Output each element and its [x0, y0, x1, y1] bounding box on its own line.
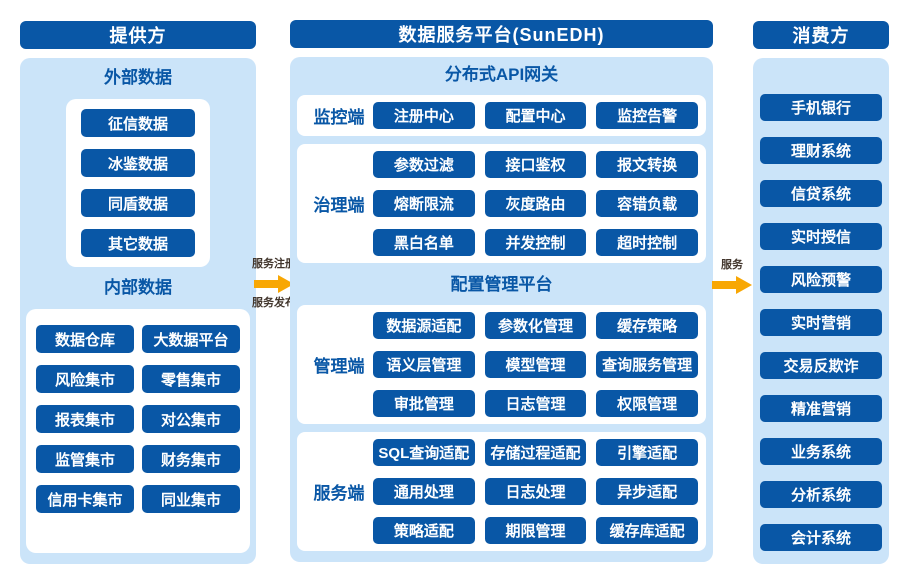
monitor-group-grid: 注册中心 配置中心 监控告警 — [373, 102, 698, 129]
node-mobile-banking: 手机银行 — [760, 94, 882, 121]
platform-column: 数据服务平台(SunEDH) 分布式API网关 监控端 注册中心 配置中心 监控… — [290, 20, 713, 562]
platform-panel: 分布式API网关 监控端 注册中心 配置中心 监控告警 治理端 参数过滤 接口鉴… — [290, 57, 713, 562]
node-retail-mart: 零售集市 — [142, 365, 240, 393]
provider-panel: 外部数据 征信数据 冰鉴数据 同盾数据 其它数据 内部数据 数据仓库 大数据平台… — [20, 58, 256, 564]
node-risk-mart: 风险集市 — [36, 365, 134, 393]
external-data-box: 征信数据 冰鉴数据 同盾数据 其它数据 — [66, 99, 210, 267]
node-fault-tolerance: 容错负载 — [596, 190, 698, 217]
service-group-box: 服务端 SQL查询适配 存储过程适配 引擎适配 通用处理 日志处理 异步适配 策… — [297, 432, 706, 551]
node-engine-adapter: 引擎适配 — [596, 439, 698, 466]
governance-group-label: 治理端 — [313, 196, 365, 215]
node-blackwhite-list: 黑白名单 — [373, 229, 475, 256]
node-strategy-adapter: 策略适配 — [373, 517, 475, 544]
node-tongdun-data: 同盾数据 — [81, 189, 195, 217]
node-term-management: 期限管理 — [484, 517, 587, 544]
node-circuit-breaker: 熔断限流 — [373, 190, 475, 217]
provider-header: 提供方 — [20, 21, 256, 49]
node-registry-center: 注册中心 — [373, 102, 475, 129]
provider-column: 提供方 外部数据 征信数据 冰鉴数据 同盾数据 其它数据 内部数据 数据仓库 大… — [20, 21, 256, 564]
section-title-config-platform: 配置管理平台 — [450, 275, 553, 294]
node-gray-routing: 灰度路由 — [484, 190, 587, 217]
node-bigdata-platform: 大数据平台 — [142, 325, 240, 353]
node-api-auth: 接口鉴权 — [484, 151, 587, 178]
service-register-label: 服务注册 — [252, 258, 296, 270]
node-log-management: 日志管理 — [484, 390, 587, 417]
node-data-warehouse: 数据仓库 — [36, 325, 134, 353]
node-query-service-management: 查询服务管理 — [596, 351, 698, 378]
node-message-transform: 报文转换 — [596, 151, 698, 178]
monitor-group-label: 监控端 — [313, 108, 365, 127]
node-general-processing: 通用处理 — [373, 478, 475, 505]
section-title-external-data: 外部数据 — [104, 68, 172, 87]
management-group-label: 管理端 — [313, 357, 365, 376]
node-business-system: 业务系统 — [760, 438, 882, 465]
node-precision-marketing: 精准营销 — [760, 395, 882, 422]
node-monitor-alert: 监控告警 — [596, 102, 698, 129]
node-realtime-credit: 实时授信 — [760, 223, 882, 250]
node-realtime-marketing: 实时营销 — [760, 309, 882, 336]
right-arrow-icon — [712, 276, 752, 294]
node-approval-management: 审批管理 — [373, 390, 475, 417]
internal-data-box: 数据仓库 大数据平台 风险集市 零售集市 报表集市 对公集市 监管集市 财务集市… — [26, 309, 250, 553]
service-register-publish-arrow: 服务注册 服务发布 — [251, 258, 297, 310]
right-arrow-icon — [254, 275, 294, 293]
node-bingjian-data: 冰鉴数据 — [81, 149, 195, 177]
node-config-center: 配置中心 — [484, 102, 587, 129]
consumer-header: 消费方 — [753, 21, 889, 49]
service-label: 服务 — [721, 259, 743, 271]
node-credit-data: 征信数据 — [81, 109, 195, 137]
platform-header: 数据服务平台(SunEDH) — [290, 20, 713, 48]
node-regulatory-mart: 监管集市 — [36, 445, 134, 473]
node-corporate-mart: 对公集市 — [142, 405, 240, 433]
service-publish-label: 服务发布 — [252, 297, 296, 309]
node-interbank-mart: 同业集市 — [142, 485, 240, 513]
node-cache-strategy: 缓存策略 — [596, 312, 698, 339]
management-group-box: 管理端 数据源适配 参数化管理 缓存策略 语义层管理 模型管理 查询服务管理 审… — [297, 305, 706, 424]
node-sql-query-adapter: SQL查询适配 — [373, 439, 475, 466]
consumer-column: 消费方 手机银行 理财系统 信贷系统 实时授信 风险预警 实时营销 交易反欺诈 … — [753, 21, 889, 564]
service-arrow: 服务 — [710, 259, 754, 298]
node-stored-procedure-adapter: 存储过程适配 — [484, 439, 587, 466]
node-semantic-layer-management: 语义层管理 — [373, 351, 475, 378]
node-permission-management: 权限管理 — [596, 390, 698, 417]
node-accounting-system: 会计系统 — [760, 524, 882, 551]
node-model-management: 模型管理 — [484, 351, 587, 378]
node-concurrency-control: 并发控制 — [484, 229, 587, 256]
node-anti-fraud: 交易反欺诈 — [760, 352, 882, 379]
governance-group-grid: 参数过滤 接口鉴权 报文转换 熔断限流 灰度路由 容错负载 黑白名单 并发控制 … — [373, 151, 698, 256]
node-datasource-adapter: 数据源适配 — [373, 312, 475, 339]
node-wealth-system: 理财系统 — [760, 137, 882, 164]
node-finance-mart: 财务集市 — [142, 445, 240, 473]
node-timeout-control: 超时控制 — [596, 229, 698, 256]
node-other-data: 其它数据 — [81, 229, 195, 257]
node-cache-db-adapter: 缓存库适配 — [596, 517, 698, 544]
node-risk-warning: 风险预警 — [760, 266, 882, 293]
governance-group-box: 治理端 参数过滤 接口鉴权 报文转换 熔断限流 灰度路由 容错负载 黑白名单 并… — [297, 144, 706, 263]
service-group-grid: SQL查询适配 存储过程适配 引擎适配 通用处理 日志处理 异步适配 策略适配 … — [373, 439, 698, 544]
node-report-mart: 报表集市 — [36, 405, 134, 433]
section-title-internal-data: 内部数据 — [104, 278, 172, 297]
node-parameter-management: 参数化管理 — [484, 312, 587, 339]
node-param-filter: 参数过滤 — [373, 151, 475, 178]
service-group-label: 服务端 — [313, 484, 365, 503]
monitor-group-box: 监控端 注册中心 配置中心 监控告警 — [297, 95, 706, 136]
node-async-adapter: 异步适配 — [596, 478, 698, 505]
node-analysis-system: 分析系统 — [760, 481, 882, 508]
management-group-grid: 数据源适配 参数化管理 缓存策略 语义层管理 模型管理 查询服务管理 审批管理 … — [373, 312, 698, 417]
node-creditcard-mart: 信用卡集市 — [36, 485, 134, 513]
node-credit-system: 信贷系统 — [760, 180, 882, 207]
consumer-panel: 手机银行 理财系统 信贷系统 实时授信 风险预警 实时营销 交易反欺诈 精准营销… — [753, 58, 889, 564]
node-log-processing: 日志处理 — [484, 478, 587, 505]
section-title-api-gateway: 分布式API网关 — [444, 65, 559, 84]
